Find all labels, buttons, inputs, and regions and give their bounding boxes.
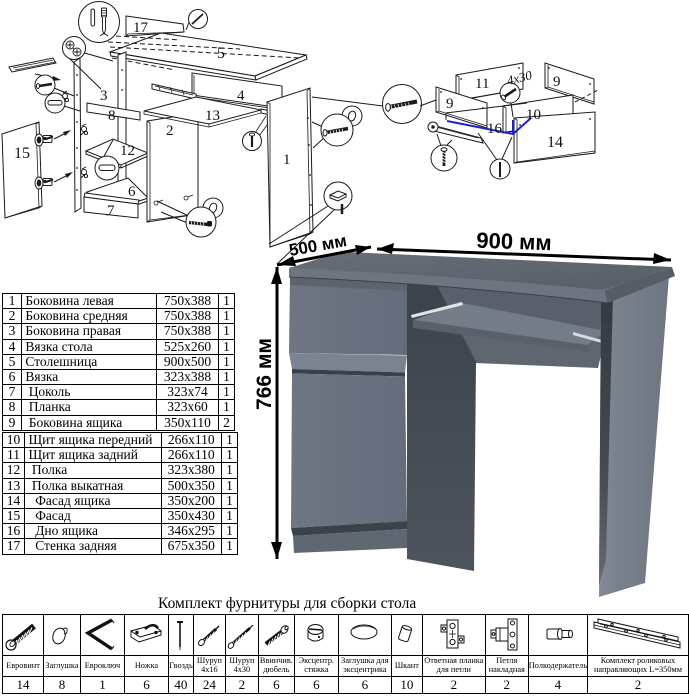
svg-text:12: 12 (120, 143, 135, 159)
svg-text:16: 16 (487, 121, 503, 137)
svg-text:10: 10 (526, 107, 541, 123)
svg-text:15: 15 (14, 145, 30, 162)
svg-text:14: 14 (547, 134, 563, 151)
svg-text:11: 11 (475, 76, 489, 92)
svg-text:17: 17 (133, 20, 149, 36)
svg-text:9: 9 (553, 74, 561, 90)
svg-text:6: 6 (128, 184, 136, 200)
svg-text:7: 7 (107, 203, 115, 219)
svg-text:2: 2 (166, 123, 174, 139)
svg-text:900 мм: 900 мм (476, 228, 552, 256)
svg-text:1: 1 (283, 152, 291, 168)
svg-text:9: 9 (446, 96, 454, 112)
svg-text:4х30: 4х30 (505, 67, 534, 88)
svg-text:766 мм: 766 мм (253, 338, 276, 410)
svg-text:8: 8 (108, 108, 116, 124)
svg-text:5: 5 (217, 45, 225, 62)
svg-text:3: 3 (100, 88, 108, 104)
svg-text:4: 4 (237, 88, 245, 104)
svg-text:13: 13 (205, 108, 220, 124)
